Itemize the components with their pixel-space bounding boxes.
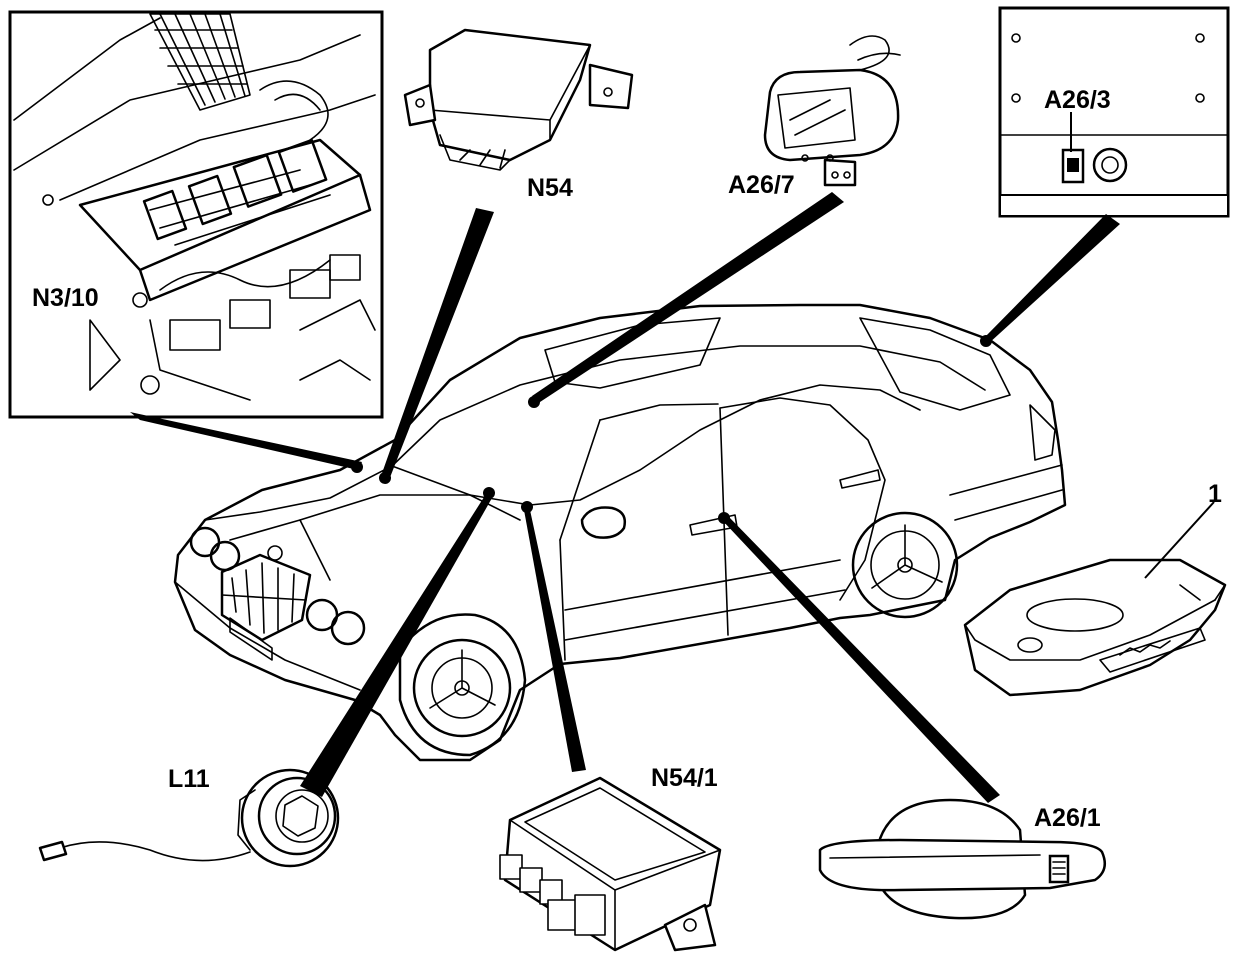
- callout-leaders: [130, 112, 1215, 803]
- leader-l11: [300, 494, 492, 797]
- l11-coil-illustration: [38, 768, 340, 868]
- dot-n3-10: [351, 461, 363, 473]
- a26-3-panel-illustration: [998, 6, 1230, 218]
- n3-10-inset-illustration: [8, 10, 384, 419]
- label-l11: L11: [168, 765, 210, 793]
- dot-a26-7: [528, 396, 540, 408]
- leader-a26-1: [722, 516, 1000, 803]
- leader-n54-1: [524, 510, 586, 772]
- dot-a26-3: [980, 335, 992, 347]
- label-n54-1: N54/1: [651, 764, 718, 792]
- car-illustration: [173, 303, 1067, 762]
- leader-item-1: [1144, 501, 1215, 579]
- dot-n54-1: [521, 501, 533, 513]
- callout-labels: N3/10 N54 A26/7 A26/3 1 L11 N54/1 A26/1: [30, 86, 1222, 832]
- n3-10-label-bg: [30, 282, 126, 312]
- label-n54: N54: [527, 174, 573, 202]
- leader-n54: [381, 208, 494, 480]
- a26-7-mirror-illustration: [763, 35, 901, 187]
- leader-a26-3: [984, 214, 1120, 344]
- dot-l11: [483, 487, 495, 499]
- label-a26-7: A26/7: [728, 171, 795, 199]
- n54-module-illustration: [403, 28, 634, 171]
- dot-a26-1: [718, 512, 730, 524]
- label-item-1: 1: [1208, 480, 1222, 508]
- n54-1-module-illustration: [499, 776, 722, 952]
- item-1-key-illustration: [963, 558, 1227, 697]
- leader-n3-10: [130, 412, 362, 470]
- label-a26-1: A26/1: [1034, 804, 1101, 832]
- label-n3-10: N3/10: [32, 284, 99, 312]
- label-a26-3: A26/3: [1044, 86, 1111, 114]
- dot-n54: [379, 472, 391, 484]
- a26-1-handle-illustration: [818, 798, 1107, 920]
- leader-a26-7: [532, 192, 844, 404]
